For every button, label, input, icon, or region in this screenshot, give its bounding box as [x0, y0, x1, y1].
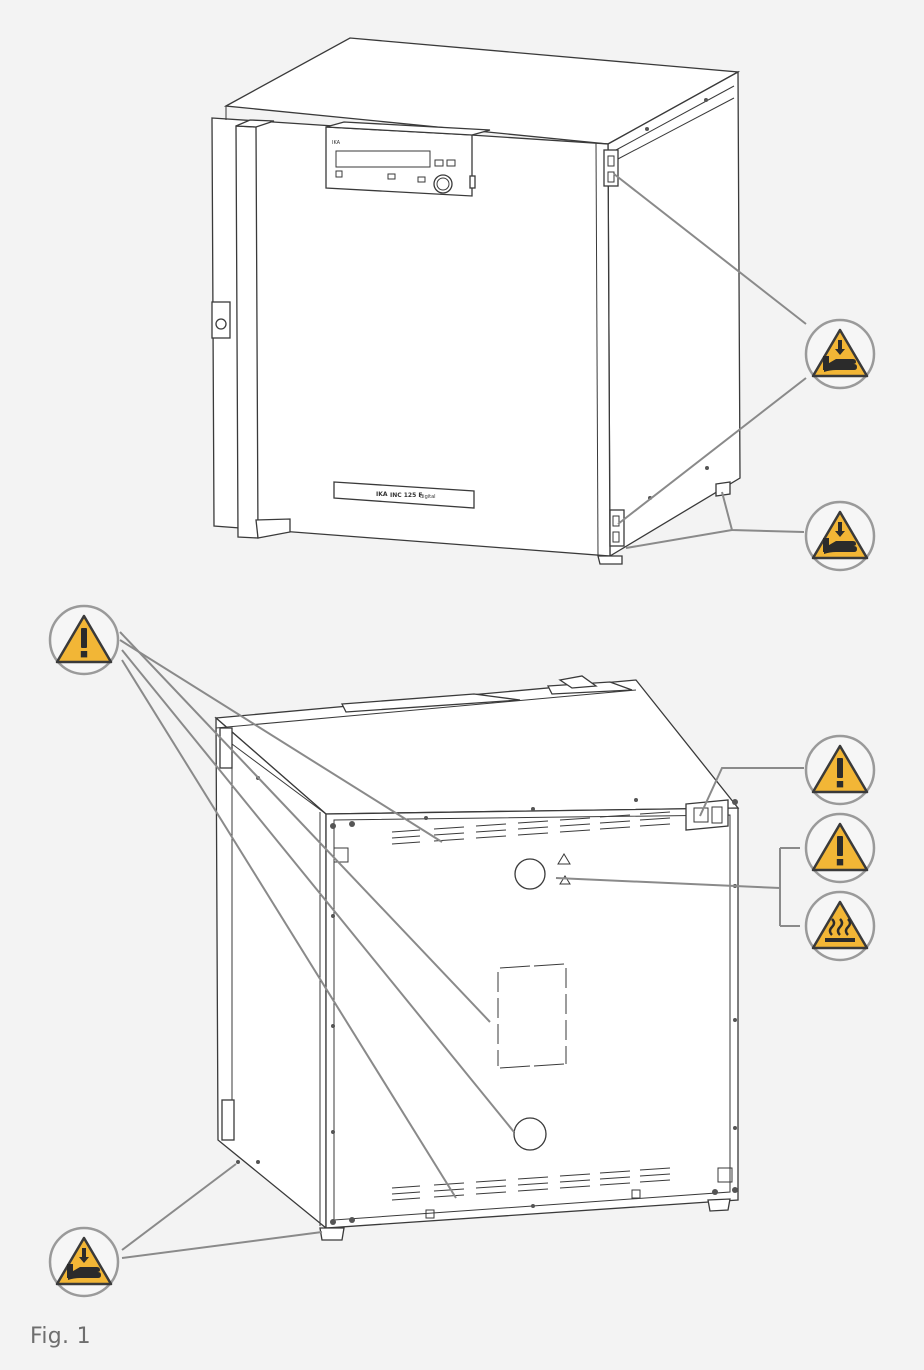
general-warning-symbol: [48, 604, 120, 676]
crush-hazard-symbol: [804, 318, 876, 390]
front-view: IKA IKA INC 125 F digital: [211, 37, 741, 565]
rear-view: [214, 675, 740, 1241]
general-warning-symbol: [804, 734, 876, 806]
general-warning-symbol: [804, 812, 876, 884]
crush-hazard-symbol: [48, 1226, 120, 1298]
nameplate-model: INC 125 F: [390, 492, 422, 499]
crush-hazard-symbol: [804, 500, 876, 572]
nameplate-brand: IKA: [376, 491, 388, 498]
hot-surface-symbol: [804, 890, 876, 962]
leader-lines: [119, 173, 807, 1259]
panel-brand-label: IKA: [332, 140, 341, 146]
nameplate-suffix: digital: [420, 494, 436, 500]
figure-caption: Fig. 1: [30, 1324, 91, 1349]
